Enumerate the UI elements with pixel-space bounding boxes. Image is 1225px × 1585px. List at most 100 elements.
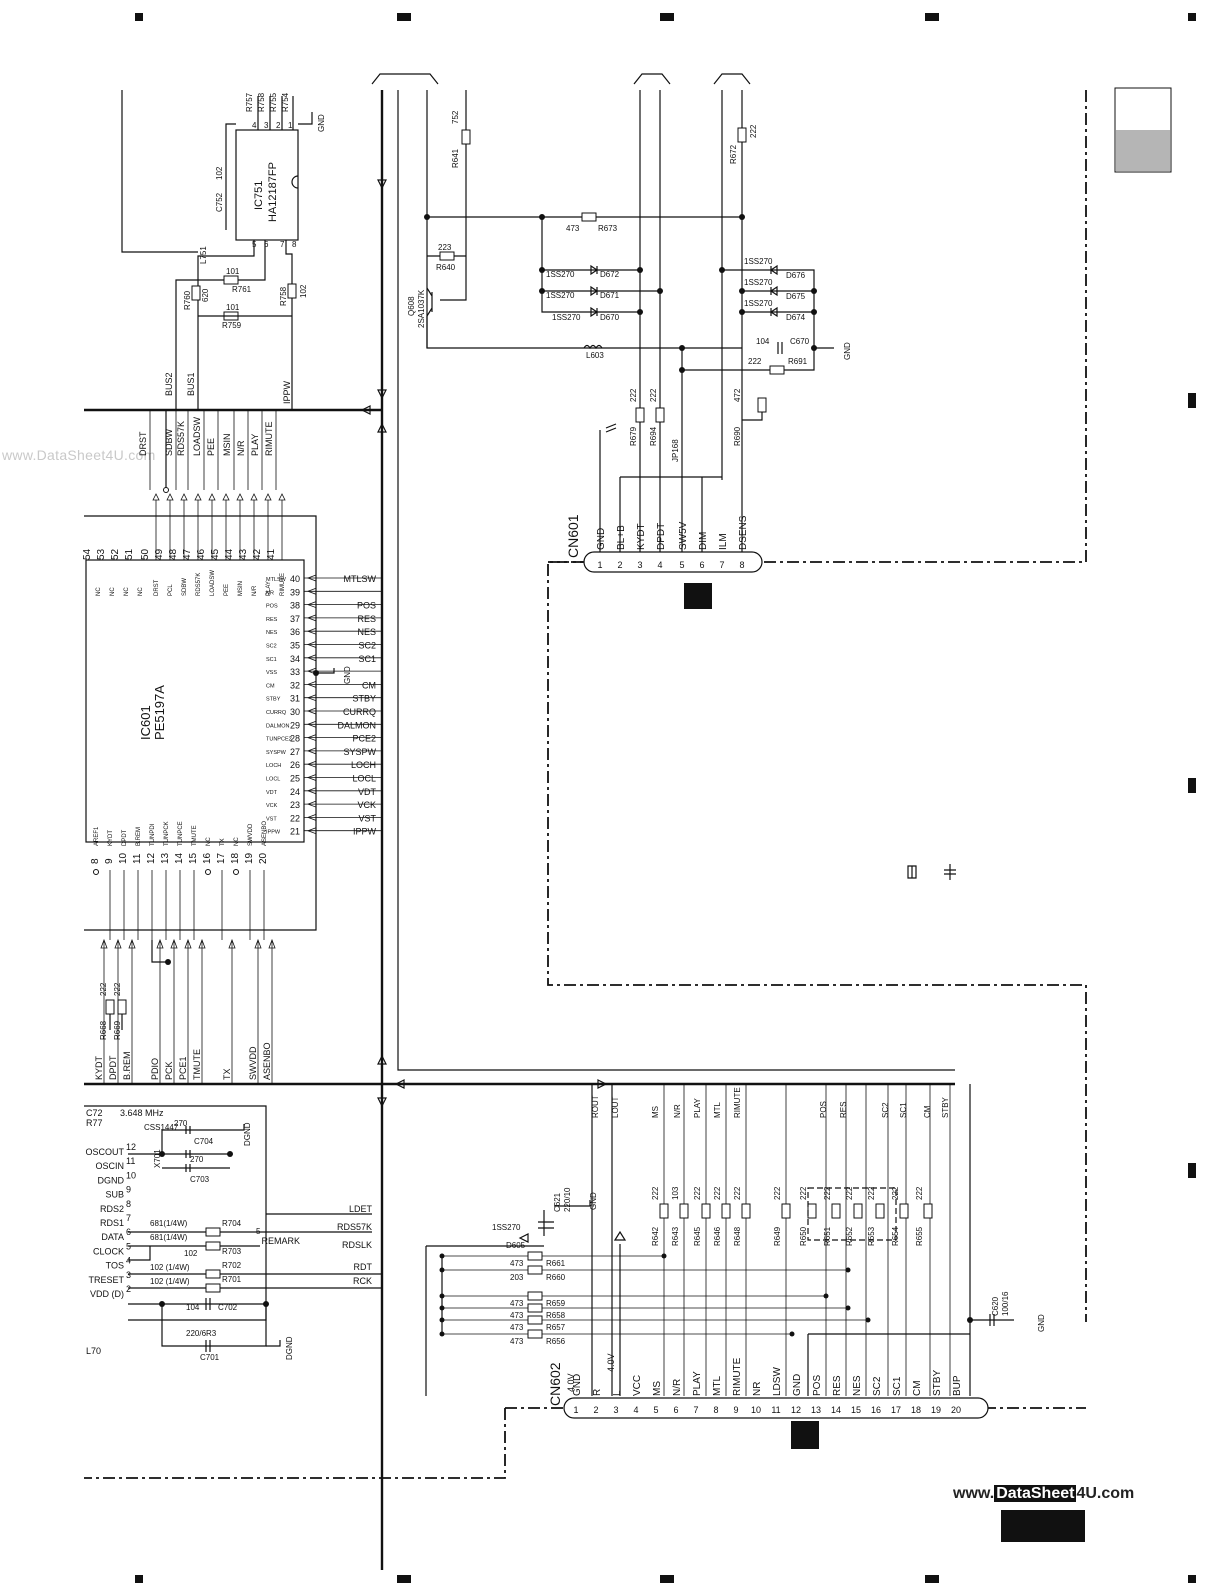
ic601-pin-41-arrow <box>278 493 286 501</box>
ic601-net-40: MTLSW <box>344 574 377 584</box>
d676-ref: D676 <box>786 271 806 280</box>
cn601-pin-6: 6 <box>699 560 704 570</box>
r672-val: 222 <box>749 124 758 138</box>
bus-lower-arrow-8 <box>254 938 262 949</box>
cn601-pin-4: 4 <box>657 560 662 570</box>
ic601-pin-40: 40 <box>290 574 300 584</box>
ic601-pin-10-name: DPDT <box>122 829 128 846</box>
clock-pin-6-name: DATA <box>101 1232 124 1242</box>
r679-val: 222 <box>629 388 638 402</box>
bus-top-label-4: PEE <box>206 438 216 456</box>
cn602-pin-20: 20 <box>951 1405 961 1415</box>
ic601-pin-23: 23 <box>290 800 300 810</box>
ic601-pin-19: 19 <box>244 852 255 864</box>
cn602-bus-label-2: MS <box>651 1106 660 1118</box>
r641-val: 752 <box>451 110 460 124</box>
cn601-pin-1: 1 <box>597 560 602 570</box>
ic601-pin-16: 16 <box>202 852 213 864</box>
c620-ref: C620 <box>991 1296 1000 1316</box>
ic601-pin-31-arrow <box>306 694 317 702</box>
diode-array: 1SS270 D672 1SS270 D671 1SS270 D670 1SS2… <box>539 217 852 562</box>
bus1-label: BUS1 <box>186 372 196 396</box>
c752-label: C752 <box>215 192 224 212</box>
cn602-left-dot-1 <box>439 1267 445 1273</box>
clock-right-label-0: LDET <box>349 1204 373 1214</box>
ic601-pin-17-name: TX <box>220 838 226 846</box>
cn602-res-6 <box>807 1203 817 1219</box>
ic751-pin3: 3 <box>264 121 269 130</box>
cn602-pin-5: 5 <box>653 1405 658 1415</box>
r694-val: 222 <box>649 388 658 402</box>
cn602-left-end-4 <box>865 1317 871 1323</box>
clock-pin-9-num: 3 <box>126 1270 131 1280</box>
ic601-net-36: NES <box>357 627 376 637</box>
ic601-pin-24: 24 <box>290 787 300 797</box>
ic601-pin-16-name: NC <box>206 837 212 846</box>
r694-ref: R694 <box>649 426 658 446</box>
clock-pin-10-name: VDD (D) <box>90 1289 124 1299</box>
ic601-pin-51-name: NC <box>138 587 144 596</box>
ic751: IC751 HA12187FP R757 R758 R755 R754 GND … <box>164 92 326 410</box>
cn602-res-4 <box>741 1203 751 1219</box>
ic601-pin-32: 32 <box>290 680 300 690</box>
ic601-pin-14-name: TUNPCE <box>178 821 184 846</box>
wm-post: 4U.com <box>1076 1485 1135 1502</box>
harness-brackets <box>371 73 751 85</box>
ic601-pin-23-name: VCK <box>266 803 278 809</box>
ic601-pin-47-name: RDS57K <box>196 573 202 596</box>
dgnd-label-1: DGND <box>243 1122 252 1146</box>
ic601-pin-31-name: STBY <box>266 697 281 703</box>
wm-hl: DataSheet <box>994 1485 1077 1502</box>
ic751-pin1: 1 <box>288 121 293 130</box>
ic601-pin-48: 48 <box>168 548 179 560</box>
ic601-pin-44: 44 <box>224 548 235 560</box>
cn602-res-6-val: 222 <box>799 1186 808 1200</box>
cn601-pin-5-name: SW5V <box>678 521 689 550</box>
ic601-pin-20: 20 <box>258 852 269 864</box>
freq-label: 3.648 MHz <box>120 1108 164 1118</box>
ic601-pin-22-arrow <box>306 813 317 821</box>
bus-lower-arrow-2 <box>128 938 136 949</box>
cn602-pin-18-name: CM <box>912 1380 923 1396</box>
clock-pin-1-num: 11 <box>126 1156 135 1166</box>
bus-top-label-8: RIMUTE <box>264 422 274 457</box>
d675-ref: D675 <box>786 292 806 301</box>
ic601-pin-38-arrow <box>306 601 317 609</box>
ic601-pin-23-arrow <box>306 800 317 808</box>
cn602-pin-8: 8 <box>713 1405 718 1415</box>
r759-ref: R759 <box>222 321 242 330</box>
ic601-pin-14: 14 <box>174 852 185 864</box>
r760-val: 620 <box>201 288 210 302</box>
l603-ref: L603 <box>586 351 604 360</box>
cn602-left-res-5-val: 473 <box>510 1337 524 1346</box>
clock-pin-3-num: 9 <box>126 1185 131 1195</box>
ic601-pin-45-name: PEE <box>224 584 230 596</box>
ic751-pin6: 6 <box>264 240 269 249</box>
ic601-pin-32-arrow <box>306 680 317 688</box>
cn602-pin-13-name: POS <box>812 1375 823 1396</box>
ic601-pin-33: 33 <box>290 667 300 677</box>
gnd-label-c621: GND <box>589 1192 598 1210</box>
gnd-label-ic601: GND <box>343 666 352 684</box>
cn602-left-res-0 <box>527 1251 543 1261</box>
ic601-pin-42-name: PLAY <box>266 581 272 596</box>
ic601-pin-54: 54 <box>82 548 93 560</box>
ic601-pin-32-name: CM <box>266 683 275 689</box>
d675-val: 1SS270 <box>744 278 773 287</box>
clock-pin-10-num: 2 <box>126 1284 131 1294</box>
clock-right-label-4: RDT <box>354 1262 373 1272</box>
cn602-res-5-val: 222 <box>773 1186 782 1200</box>
cn602-pin-7-name: PLAY <box>692 1371 703 1396</box>
cn602-pin-10-name: NR <box>752 1382 763 1396</box>
cn602-pin-10: 10 <box>751 1405 761 1415</box>
ic601-pin-18-nc <box>233 869 239 875</box>
ic601-pin-53-name: NC <box>110 587 116 596</box>
cn601-pin-3: 3 <box>637 560 642 570</box>
cn602-left-res-4 <box>527 1315 543 1325</box>
r761-ref: R761 <box>232 285 252 294</box>
ic601-pin-8-nc <box>93 869 99 875</box>
cn602-res-2-val: 222 <box>693 1186 702 1200</box>
clock-pin-2-name: DGND <box>98 1175 125 1185</box>
dgnd-label-2: DGND <box>285 1336 294 1360</box>
cn602-res-0-val: 222 <box>651 1186 660 1200</box>
